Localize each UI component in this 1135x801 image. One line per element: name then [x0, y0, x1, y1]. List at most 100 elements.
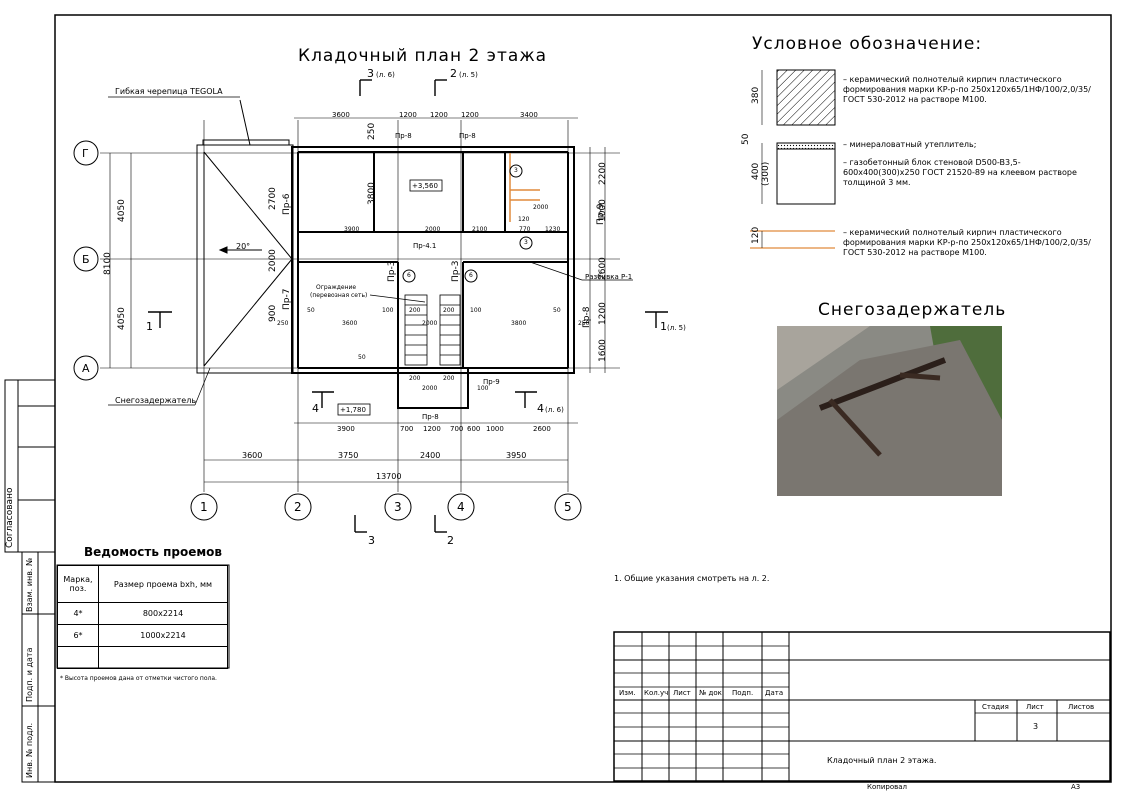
- dim-inner-100-a: 100: [382, 307, 394, 314]
- lintel-pr8-a: Пр-8: [395, 132, 412, 140]
- section-4-right-ref: (л. 6): [545, 406, 564, 414]
- openings-size: 800x2214: [98, 602, 228, 625]
- dim-top-3: 1200: [430, 111, 448, 119]
- dim-bottom-inner-1: 3900: [337, 425, 355, 433]
- plan-title: Кладочный план 2 этажа: [298, 46, 548, 66]
- tb-col-izm: Изм.: [619, 689, 636, 697]
- dim-bottom-inner-4: 700: [450, 425, 464, 433]
- dim-inner-200-b: 200: [443, 307, 455, 314]
- callout-roof: Гибкая черепица TEGOLA: [115, 87, 223, 96]
- dim-left-2: 4050: [117, 307, 127, 330]
- dim-inner-2000-stair: 2000: [422, 385, 438, 392]
- tb-sheet-label: Лист: [1026, 703, 1044, 711]
- stamp-inv-ref: Взам. инв. №: [25, 557, 34, 612]
- lintel-pr7: Пр-7: [282, 288, 292, 310]
- legend-dim-400: 400: [751, 162, 761, 180]
- general-note: 1. Общие указания смотреть на л. 2.: [614, 574, 770, 583]
- legend-graphics: [750, 69, 836, 249]
- dim-inner-900-v: 900: [268, 304, 278, 322]
- dim-bottom-inner-7: 2600: [533, 425, 551, 433]
- tb-col-sign: Подп.: [732, 689, 754, 697]
- axis-label-4: 4: [457, 500, 465, 514]
- dim-inner-200: 200: [409, 307, 421, 314]
- lintel-pr8-bottom: Пр-8: [422, 413, 439, 421]
- dim-inner-50-b: 50: [553, 307, 561, 314]
- floor-plan: [73, 79, 668, 533]
- lintel-pr8-b: Пр-8: [459, 132, 476, 140]
- legend-item-aerated: – газобетонный блок стеновой D500-B3,5-6…: [843, 158, 1077, 187]
- dim-inner-3600: 3600: [342, 320, 358, 327]
- tb-col-list: Лист: [673, 689, 691, 697]
- dim-left-total: 8100: [103, 252, 113, 275]
- tb-drawing-name: Кладочный план 2 этажа.: [827, 756, 937, 765]
- section-1-right: 1: [660, 320, 667, 333]
- dim-top-4: 1200: [461, 111, 479, 119]
- openings-size: [98, 646, 228, 669]
- dim-bottom-inner-3: 1200: [423, 425, 441, 433]
- stamp-sign-date: Подп. и дата: [25, 647, 34, 703]
- axis-lines: [100, 120, 620, 492]
- lintel-pr9-bottom: Пр-9: [483, 378, 500, 386]
- level-top: +3,560: [412, 182, 438, 190]
- callout-leaders: [108, 96, 633, 406]
- section-4-right: 4: [537, 402, 544, 415]
- dim-inner-2100: 2100: [472, 226, 488, 233]
- section-4-left: 4: [312, 402, 319, 415]
- lintel-pr41: Пр-4.1: [413, 242, 437, 250]
- marker-3-a: 3: [514, 167, 518, 174]
- axis-label-5: 5: [564, 500, 572, 514]
- dim-inner-3800: 3800: [511, 320, 527, 327]
- axis-label-3: 3: [394, 500, 402, 514]
- callout-snowguard: Снегозадержатель: [115, 396, 197, 405]
- legend-dim-380: 380: [751, 86, 761, 104]
- dim-top-2: 1200: [399, 111, 417, 119]
- level-marks: [337, 179, 443, 416]
- section-markers: [148, 79, 668, 533]
- dim-inner-3800-v: 3800: [367, 182, 377, 205]
- axis-label-a: А: [82, 362, 90, 375]
- dim-inner-2000-v: 2000: [268, 249, 278, 272]
- section-2-bottom: 2: [447, 534, 454, 547]
- title-block: [613, 631, 1111, 782]
- dim-inner-1230: 1230: [545, 226, 561, 233]
- snowguard-title: Снегозадержатель: [818, 300, 1007, 320]
- stamp-agreed: Согласовано: [5, 487, 15, 548]
- dim-right-3: 2600: [598, 257, 608, 280]
- openings-header-mark: Марка, поз.: [57, 565, 99, 603]
- tb-col-doc: № док.: [699, 689, 725, 697]
- section-1-right-ref: (л. 5): [667, 324, 686, 332]
- dim-right-5: 1600: [598, 339, 608, 362]
- stamp-inv-orig: Инв. № подл.: [25, 722, 34, 778]
- dim-bottom-inner-6: 1000: [486, 425, 504, 433]
- dim-right-2: 1000: [598, 199, 608, 222]
- dim-inner-770: 770: [519, 226, 531, 233]
- dim-inner-2700: 2700: [268, 187, 278, 210]
- dim-inner-100-b: 100: [470, 307, 482, 314]
- table-row: [57, 646, 228, 669]
- fence-label-1: Ограждение: [316, 284, 357, 291]
- tb-col-date: Дата: [765, 689, 784, 697]
- brick-partitions: [509, 153, 540, 222]
- dim-inner-250-b: 250: [578, 320, 590, 327]
- dim-right-4: 1200: [598, 302, 608, 325]
- dim-axis-4: 3950: [506, 451, 527, 460]
- section-2-top-ref: (л. 5): [459, 71, 478, 79]
- axis-label-b: Б: [82, 253, 90, 266]
- axis-bubbles: [73, 140, 582, 521]
- tb-stage-label: Стадия: [982, 703, 1009, 711]
- table-row: 4* 800x2214: [57, 602, 228, 625]
- side-stamp: [4, 379, 56, 783]
- openings-mark: 4*: [57, 602, 99, 625]
- legend-dim-120: 120: [751, 226, 761, 244]
- lintel-pr3-b: Пр-3: [451, 260, 461, 282]
- openings-note: * Высота проемов дана от отметки чистого…: [60, 675, 217, 682]
- marker-6-a: 6: [407, 272, 411, 279]
- dim-inner-50-a: 50: [307, 307, 315, 314]
- openings-mark: 6*: [57, 624, 99, 647]
- tb-col-kolch: Кол.уч: [644, 689, 669, 697]
- dim-inner-2000-c: 2000: [422, 320, 438, 327]
- dim-top-5: 3400: [520, 111, 538, 119]
- roof-outline: [196, 99, 294, 374]
- table-row: 6* 1000x2214: [57, 624, 228, 647]
- dim-inner-50-c: 50: [358, 354, 366, 361]
